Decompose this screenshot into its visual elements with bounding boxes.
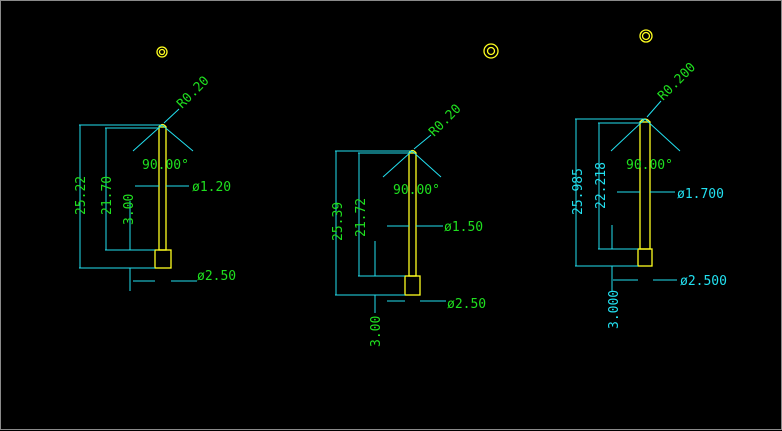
dimension-lines (575, 100, 681, 291)
angle-dim: 90.00° (393, 183, 440, 198)
dimension-lines (335, 134, 446, 313)
pin-shaft (158, 126, 167, 251)
tip-radius-dim: R0.20 (426, 102, 464, 140)
pin-base (637, 248, 653, 267)
pin-diameter-dim: ø1.700 (677, 187, 724, 202)
overall-length-dim: 25.985 (571, 168, 586, 215)
tip-radius-dim: R0.200 (655, 60, 699, 104)
part-2: 25.39 21.72 3.00 90.00° ø1.50 ø2.50 R0.2… (331, 43, 499, 347)
base-diameter-dim: ø2.50 (447, 297, 486, 312)
pin-base (154, 249, 172, 269)
angle-dim: 90.00° (626, 158, 673, 173)
base-diameter-dim: ø2.50 (197, 269, 236, 284)
tip-radius-dim: R0.20 (174, 74, 212, 112)
shaft-length-dim: 21.70 (100, 176, 115, 215)
pin-diameter-dim: ø1.50 (444, 220, 483, 235)
shaft-length-dim: 22.218 (594, 162, 609, 209)
pin-shaft (639, 121, 651, 250)
overall-length-dim: 25.22 (74, 176, 89, 215)
pin-shaft (408, 152, 417, 277)
pin-tip (158, 123, 167, 128)
end-view-circle-outer (483, 43, 499, 59)
pin-diameter-dim: ø1.20 (192, 180, 231, 195)
shaft-length-dim: 21.72 (354, 198, 369, 237)
shoulder-dim: 3.000 (607, 290, 622, 329)
pin-tip (408, 149, 417, 154)
end-view-circle-outer (156, 46, 168, 58)
part-3: 25.985 22.218 3.000 90.00° ø1.700 ø2.500… (571, 29, 727, 329)
overall-length-dim: 25.39 (331, 202, 346, 241)
base-diameter-dim: ø2.500 (680, 274, 727, 289)
shoulder-dim: 3.00 (122, 194, 137, 225)
shoulder-dim: 3.00 (369, 316, 384, 347)
dimension-lines (79, 108, 197, 291)
part-1: 25.22 21.70 3.00 90.00° ø1.20 ø2.50 R0.2… (74, 46, 236, 291)
end-view-circle-inner (158, 48, 166, 56)
end-view-circle-inner (486, 46, 496, 56)
pin-base (404, 275, 421, 296)
angle-dim: 90.00° (142, 158, 189, 173)
end-view-circle-outer (639, 29, 653, 43)
end-view-circle-inner (641, 31, 651, 41)
